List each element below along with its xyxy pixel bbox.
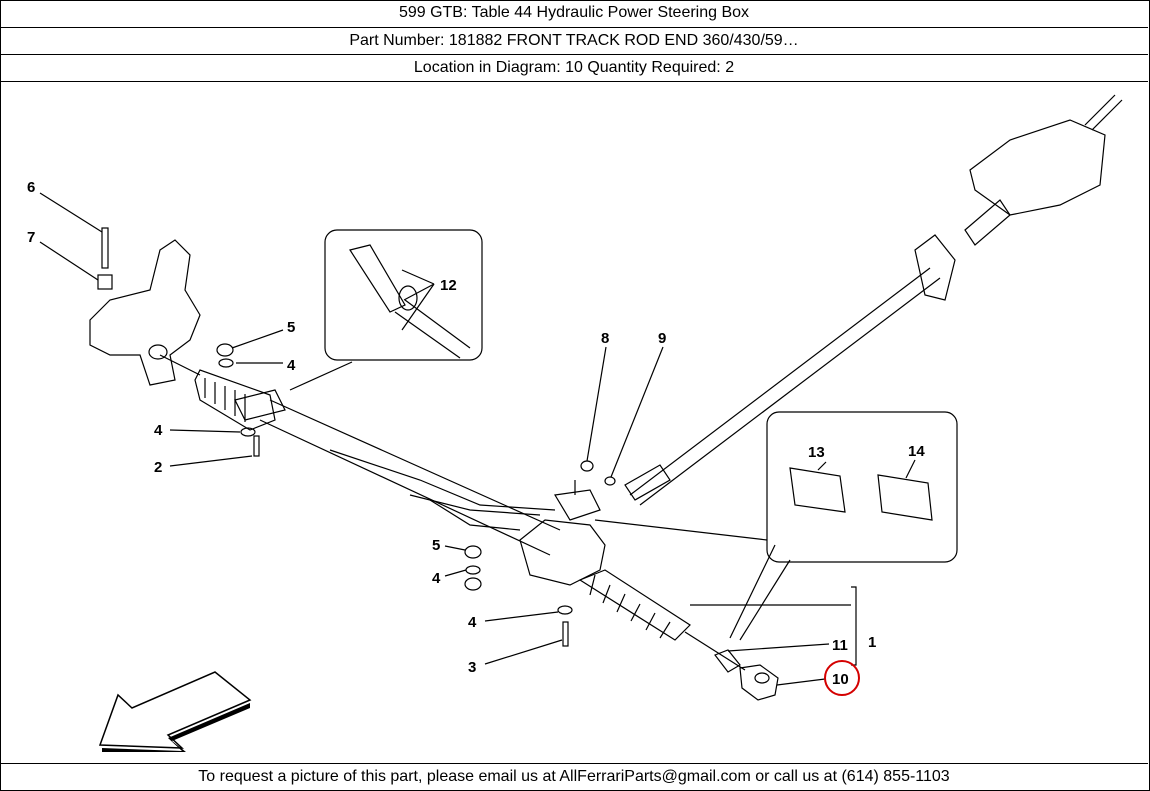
callout-6[interactable]: 6 [27,179,35,196]
callout-10[interactable]: 10 [832,671,849,688]
part-number-line: Part Number: 181882 FRONT TRACK ROD END … [0,28,1148,55]
leader-2 [169,455,253,467]
callout-8[interactable]: 8 [601,330,609,347]
leader-3 [484,639,563,665]
column-boot [914,234,956,301]
steering-column-unit [969,119,1106,216]
detail-inset-13-14 [766,411,958,563]
callout-4-right[interactable]: 4 [468,614,477,631]
leader-4 [484,611,559,622]
leader-12 [403,283,435,301]
left-boot [194,369,276,431]
leader-6 [39,192,103,233]
inset-boot [349,244,406,313]
contact-footer: To request a picture of this part, pleas… [0,763,1148,790]
inset-tube [404,299,471,349]
washer-9 [604,476,616,486]
inset-pointer [729,544,776,639]
callout-12[interactable]: 12 [440,277,457,294]
clip-13 [789,467,846,513]
washer-4-mid [465,565,481,575]
pinion-valve [554,489,601,521]
track-rod-end-eye [754,672,770,684]
leader-8 [586,346,607,462]
hydraulic-pipe-1 [329,449,556,511]
detail-inset-12 [324,229,483,361]
leader-10 [776,678,826,686]
page-title: 599 GTB: Table 44 Hydraulic Power Steeri… [0,0,1148,28]
column-joint [964,199,1011,246]
leader-5 [231,329,284,349]
leader-4 [444,569,467,577]
rack-tube [259,399,561,556]
left-tie-rod-end [148,344,168,360]
boot-rib [659,621,671,639]
right-boot [578,569,691,641]
group-bracket-1 [851,586,857,666]
callout-14[interactable]: 14 [908,443,925,460]
washer-4-lower [240,427,256,437]
callout-13[interactable]: 13 [808,444,825,461]
inset-clamp [398,285,418,311]
washer-4-left [218,358,234,368]
left-clamp [234,389,286,421]
steering-box-housing [519,519,606,586]
leader-4 [169,429,241,433]
callout-4-lower[interactable]: 4 [154,422,163,439]
leader-5 [444,545,466,551]
callout-5-right[interactable]: 5 [432,537,440,554]
inset-pointer [289,361,353,391]
right-tie-rod [684,631,746,671]
leader-14 [905,459,916,479]
location-line: Location in Diagram: 10 Quantity Require… [0,55,1148,82]
callout-11[interactable]: 11 [832,637,848,654]
column-shaft-edge [639,277,941,506]
leader-11 [727,643,830,652]
bushing-7 [97,274,113,290]
steering-coupling [624,464,671,501]
callout-5-left[interactable]: 5 [287,319,295,336]
parts-diagram: 6 7 5 4 4 2 5 4 4 3 8 9 12 13 14 11 1 10 [0,82,1148,762]
spacer [464,577,482,591]
boot-rib [589,574,596,596]
bolt-2 [253,435,260,457]
nut-5-left [216,343,234,357]
leader-12 [401,269,435,285]
inset-pointer [739,559,791,641]
callout-3[interactable]: 3 [468,659,476,676]
leader-12 [401,283,435,331]
callout-1[interactable]: 1 [868,634,876,651]
callout-7[interactable]: 7 [27,229,35,246]
bolt-6 [101,227,109,269]
column-spline [1084,94,1116,126]
column-spline-edge [1091,99,1123,131]
front-track-rod-end [739,664,779,701]
boot-rib [602,584,611,604]
highlight-ring-10 [824,660,860,696]
callout-2[interactable]: 2 [154,459,162,476]
callout-4-left[interactable]: 4 [287,357,296,374]
boot-rib [645,612,656,631]
left-tie-rod [159,354,201,376]
right-tie-rod-nut [714,649,741,673]
steering-knuckle [89,239,201,386]
clip-14 [877,474,933,521]
callout-4-mid[interactable]: 4 [432,570,441,587]
bolt-8 [580,460,594,472]
leader-7 [39,241,99,281]
leader-13 [817,461,827,471]
direction-arrow [98,671,252,752]
washer-4-right [557,605,573,615]
leader-9 [610,346,664,478]
boot-rib [616,593,626,613]
hydraulic-pipe-3 [429,499,521,531]
boot-rib [630,603,641,622]
bolt-3 [562,621,569,647]
inset-pointer [594,519,768,541]
inset-tube-edge [394,311,461,359]
callout-9[interactable]: 9 [658,330,666,347]
nut-5-right [464,545,482,559]
column-shaft [629,267,931,496]
